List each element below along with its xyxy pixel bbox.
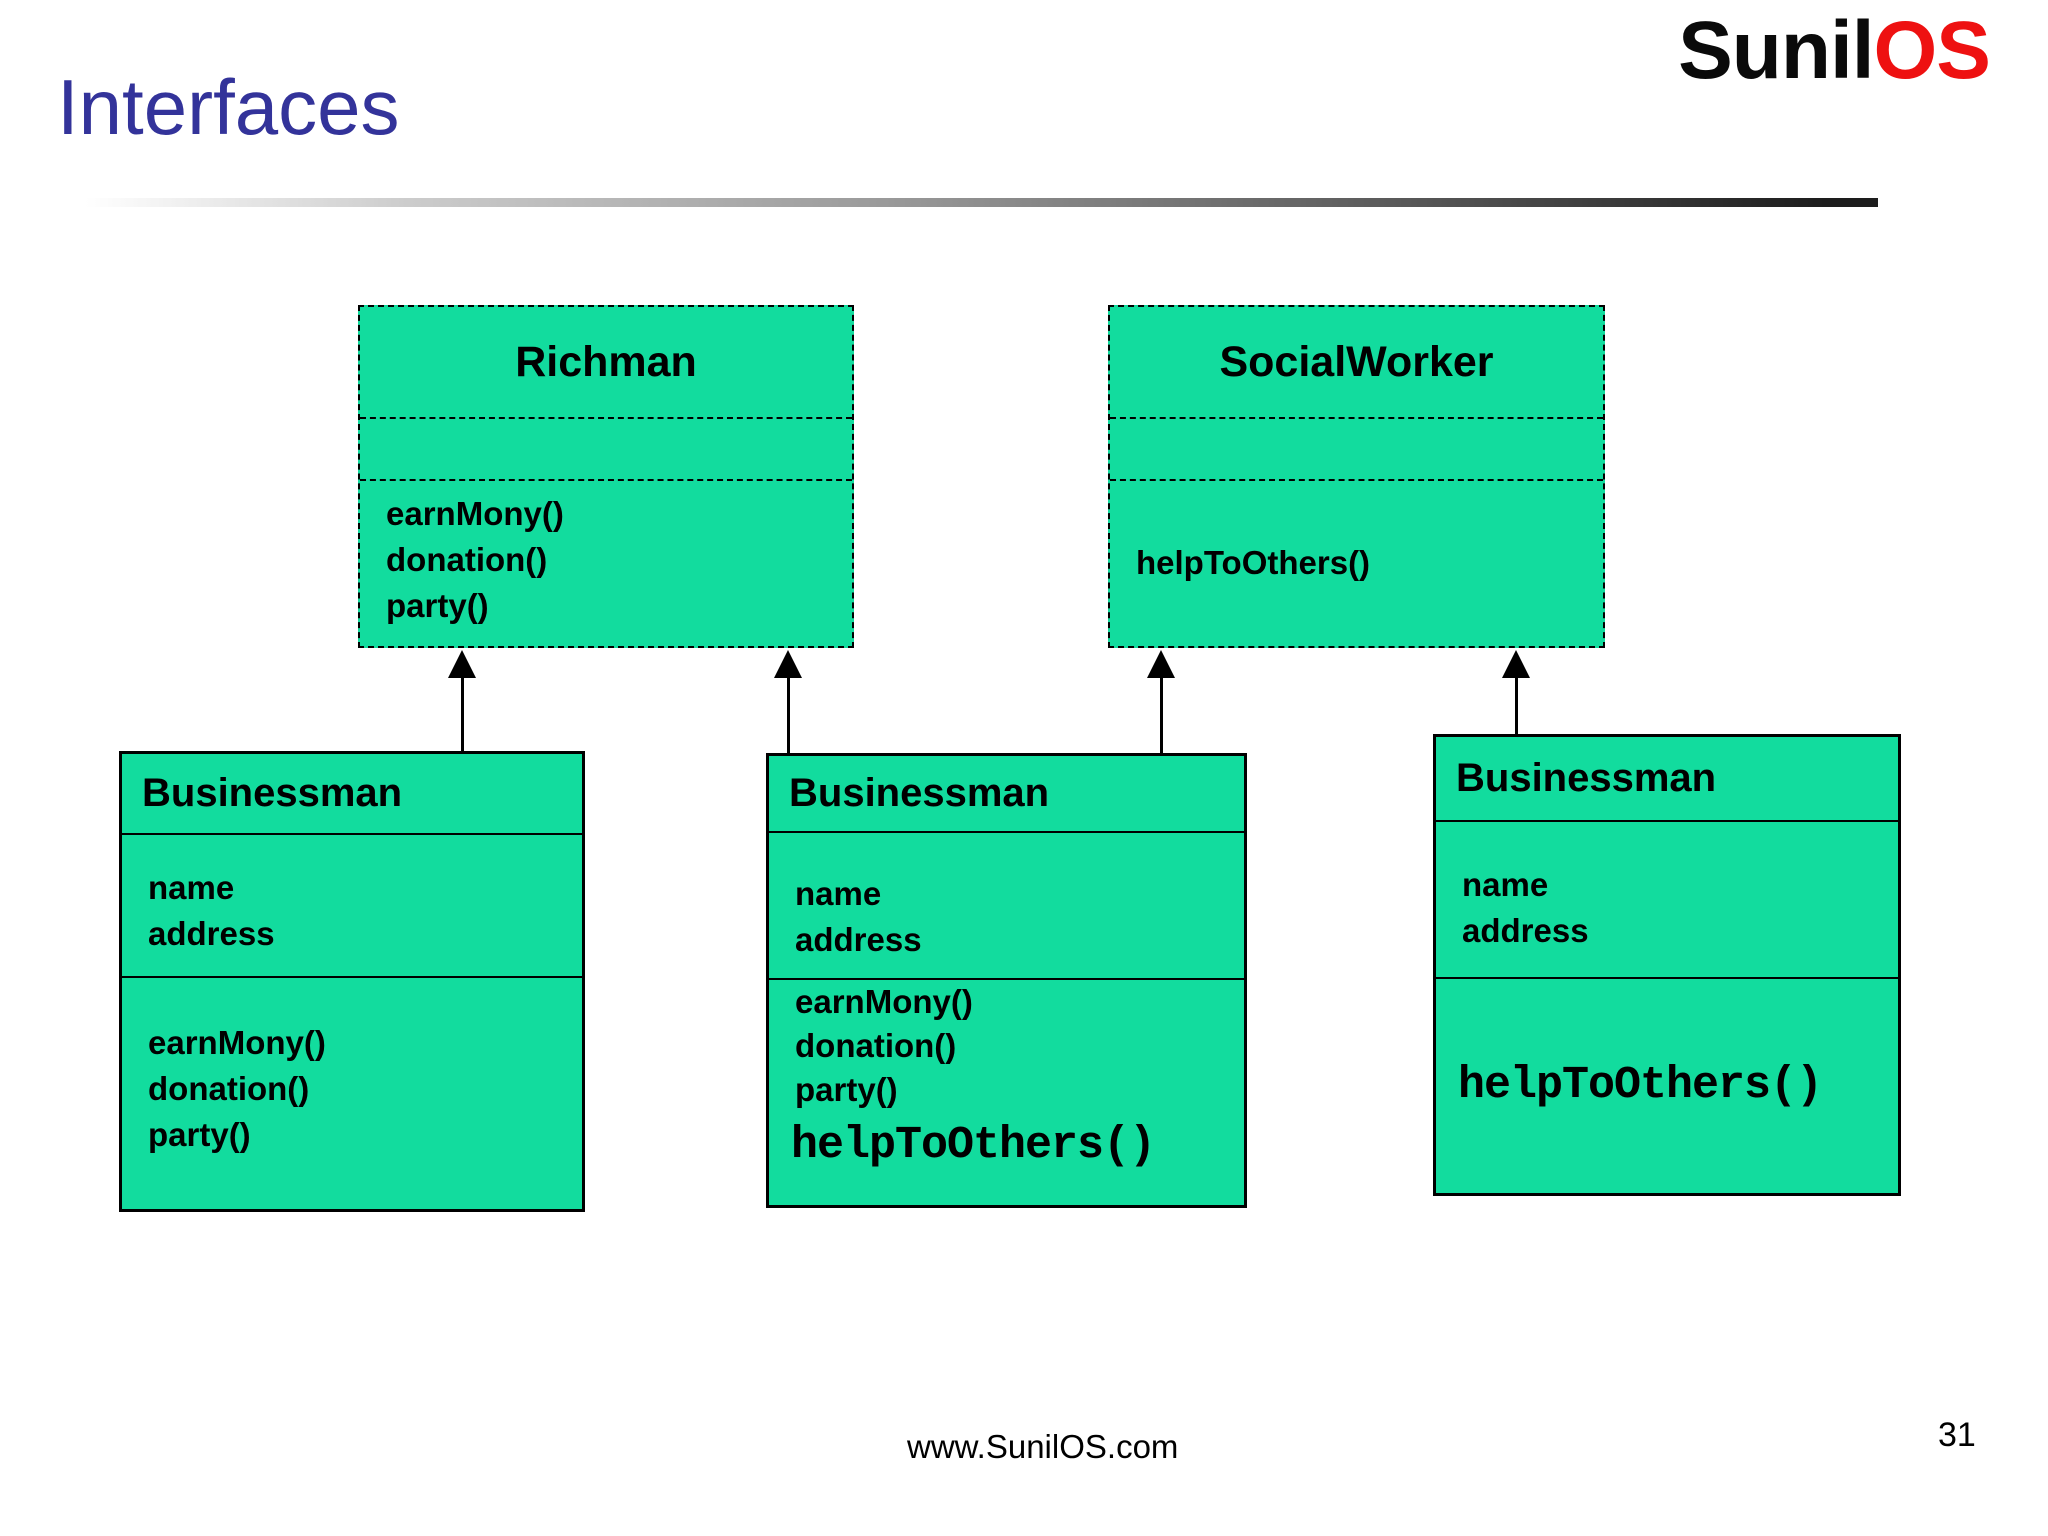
arrow-shaft: [460, 678, 464, 751]
attribute-label: name: [1462, 866, 1549, 903]
arrow-shaft: [1514, 678, 1518, 734]
class-attributes: name address: [1436, 820, 1898, 977]
class-attributes: name address: [122, 833, 582, 976]
interface-methods: earnMony() donation() party(): [360, 479, 852, 644]
interface-box-richman: Richman earnMony() donation() party(): [358, 305, 854, 648]
attribute-label: name: [795, 875, 882, 912]
method-label: donation(): [148, 1070, 310, 1107]
method-label: party(): [386, 587, 489, 624]
interface-methods: helpToOthers(): [1110, 479, 1603, 644]
class-name: Businessman: [142, 771, 403, 815]
method-label: helpToOthers(): [1136, 543, 1371, 581]
interface-attributes-empty: [360, 417, 852, 479]
class-methods: earnMony() donation() party() helpToOthe…: [769, 978, 1244, 1206]
class-box-businessman-3: Businessman name address helpToOthers(): [1433, 734, 1901, 1196]
attribute-label: address: [148, 915, 275, 952]
method-label: donation(): [386, 541, 548, 578]
interface-name: Richman: [515, 337, 697, 386]
realization-arrow-businessman3-socialworker: [1498, 650, 1534, 734]
method-label: donation(): [795, 1027, 957, 1064]
method-label: earnMony(): [386, 495, 564, 532]
interface-method-label: helpToOthers(): [791, 1120, 1156, 1171]
logo-text-os: OS: [1873, 5, 1991, 96]
class-attributes: name address: [769, 831, 1244, 978]
attribute-label: name: [148, 869, 235, 906]
attribute-label: address: [1462, 912, 1589, 949]
logo-text-sunil: Sunil: [1678, 5, 1874, 96]
realization-arrow-businessman1-richman: [444, 650, 480, 751]
footer-url: www.SunilOS.com: [907, 1428, 1179, 1465]
class-methods: earnMony() donation() party(): [122, 976, 582, 1209]
attribute-label: address: [795, 921, 922, 958]
interface-method-label: helpToOthers(): [1458, 1060, 1823, 1111]
class-box-businessman-2: Businessman name address earnMony() dona…: [766, 753, 1247, 1208]
sunilos-logo: SunilOS: [1678, 4, 1991, 98]
class-name: Businessman: [1456, 756, 1717, 800]
arrow-shaft: [1159, 678, 1163, 753]
class-methods: helpToOthers(): [1436, 977, 1898, 1193]
arrow-head-icon: [448, 650, 476, 678]
interface-box-socialworker: SocialWorker helpToOthers(): [1108, 305, 1605, 648]
page-title: Interfaces: [57, 63, 400, 151]
method-label: party(): [148, 1116, 251, 1153]
realization-arrow-businessman2-socialworker: [1143, 650, 1179, 753]
realization-arrow-businessman2-richman: [770, 650, 806, 753]
method-label: earnMony(): [148, 1024, 326, 1061]
arrow-head-icon: [774, 650, 802, 678]
method-label: party(): [795, 1071, 898, 1108]
class-box-businessman-1: Businessman name address earnMony() dona…: [119, 751, 585, 1212]
arrow-head-icon: [1502, 650, 1530, 678]
arrow-shaft: [786, 678, 790, 753]
interface-attributes-empty: [1110, 417, 1603, 479]
arrow-head-icon: [1147, 650, 1175, 678]
interface-name: SocialWorker: [1219, 337, 1494, 386]
page-number: 31: [1938, 1416, 1976, 1454]
class-name: Businessman: [789, 771, 1050, 815]
method-label: earnMony(): [795, 983, 973, 1020]
title-divider-rule: [85, 198, 1878, 207]
